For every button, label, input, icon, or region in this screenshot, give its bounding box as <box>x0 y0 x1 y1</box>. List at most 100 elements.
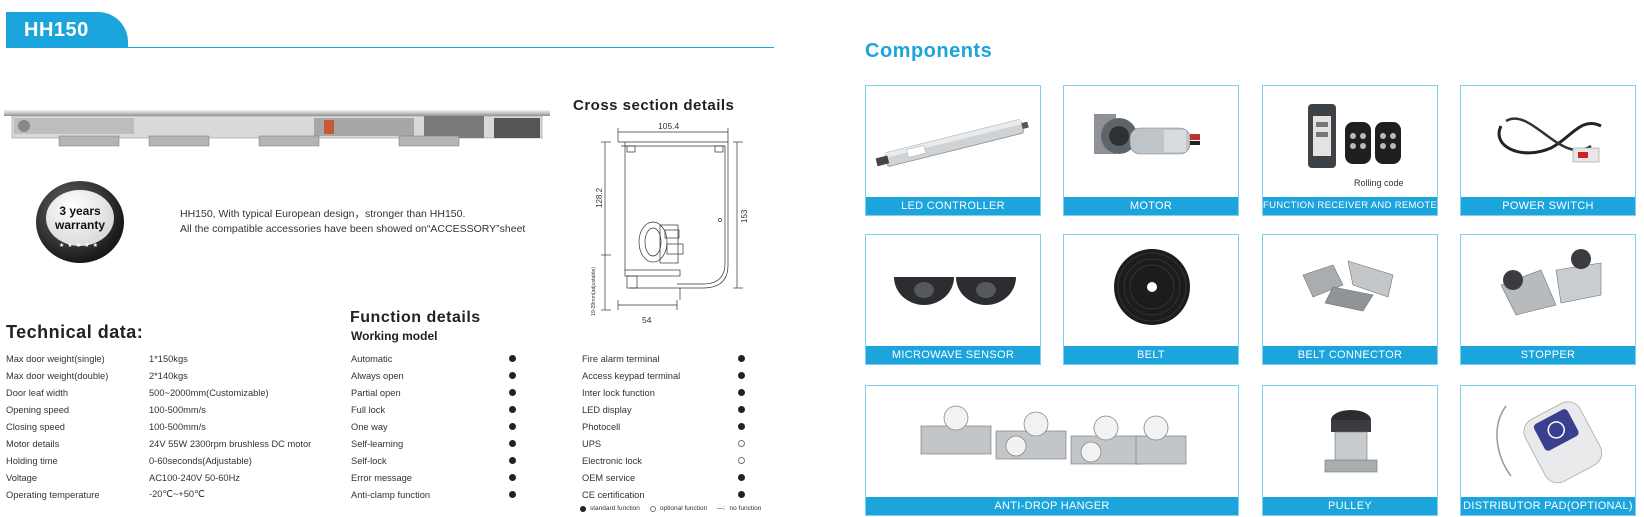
legend-optional: optional function <box>659 505 708 512</box>
component-label: STOPPER <box>1461 346 1635 364</box>
standard-dot-icon <box>738 474 745 481</box>
technical-row: Operating temperature -20℃~+50℃ <box>6 486 311 503</box>
technical-label: Voltage <box>6 472 38 483</box>
dim-side-label: 19-29mm(adjustable) <box>591 267 597 316</box>
optional-dot-icon <box>738 457 745 464</box>
optional-dot-icon <box>738 440 745 447</box>
component-card-motor: MOTOR <box>1063 85 1239 216</box>
function-name: Always open <box>351 370 404 381</box>
technical-label: Holding time <box>6 455 58 466</box>
function-name: UPS <box>582 438 602 449</box>
component-card-stopper: STOPPER <box>1460 234 1636 365</box>
technical-row: Max door weight(single)1*150kgs <box>6 350 311 367</box>
belt-icon <box>1114 249 1190 325</box>
standard-dot-icon <box>738 423 745 430</box>
standard-dot-icon <box>509 406 516 413</box>
standard-dot-icon <box>509 423 516 430</box>
function-name: CE certification <box>582 489 645 500</box>
technical-row: Voltage AC100-240V 50-60Hz <box>6 469 311 486</box>
component-card-microwave-sensor: MICROWAVE SENSOR <box>865 234 1041 365</box>
function-row: UPS <box>582 435 752 452</box>
function-row: One way <box>351 418 521 435</box>
function-row: Fire alarm terminal <box>582 350 752 367</box>
standard-dot-icon <box>738 406 745 413</box>
function-row: Self-lock <box>351 452 521 469</box>
function-row: Inter lock function <box>582 384 752 401</box>
operator-image <box>4 110 550 147</box>
anti-drop-hanger-icon <box>920 405 1187 465</box>
component-card-pulley: PULLEY <box>1262 385 1438 516</box>
component-label: BELT CONNECTOR <box>1263 346 1437 364</box>
function-name: Partial open <box>351 387 401 398</box>
standard-dot-icon <box>738 355 745 362</box>
technical-value: AC100-240V 50-60Hz <box>149 472 240 483</box>
legend-standard: standard function <box>590 505 640 512</box>
technical-label: Operating temperature <box>6 489 100 500</box>
technical-label: Opening speed <box>6 404 70 415</box>
function-name: Inter lock function <box>582 387 655 398</box>
standard-dot-icon <box>580 505 586 512</box>
stopper-icon <box>1500 249 1602 316</box>
function-row: Access keypad terminal <box>582 367 752 384</box>
standard-dot-icon <box>509 440 516 447</box>
product-description: HH150, With typical European design，stro… <box>180 207 525 237</box>
motor-icon <box>1094 114 1200 155</box>
warranty-word: warranty <box>54 218 106 232</box>
warranty-badge: 3 years warranty ★★★★★ <box>36 181 124 263</box>
function-name: Anti-clamp function <box>351 489 431 500</box>
function-name: Full lock <box>351 404 386 415</box>
component-label: MICROWAVE SENSOR <box>866 346 1040 364</box>
function-row: LED display <box>582 401 752 418</box>
component-card-power-switch: POWER SWITCH <box>1460 85 1636 216</box>
function-name: LED display <box>582 404 632 415</box>
technical-row: Max door weight(double)2*140kgs <box>6 367 311 384</box>
component-label: PULLEY <box>1263 497 1437 515</box>
technical-label: Closing speed <box>6 421 65 432</box>
microwave-sensor-icon <box>894 277 1016 305</box>
technical-value: 1*150kgs <box>149 353 188 364</box>
led-controller-icon <box>875 119 1029 167</box>
function-title: Function details <box>350 309 481 326</box>
standard-dot-icon <box>509 474 516 481</box>
function-row: Full lock <box>351 401 521 418</box>
function-name: Self-lock <box>351 455 387 466</box>
cross-section-drawing: 105.4 54 128.2 153 19-29mm(adjustable) <box>591 121 749 325</box>
function-name: Fire alarm terminal <box>582 353 660 364</box>
description-line-2: All the compatible accessories have been… <box>180 223 526 235</box>
technical-value: 100-500mm/s <box>149 421 206 432</box>
standard-dot-icon <box>509 491 516 498</box>
technical-row: Opening speed 100-500mm/s <box>6 401 311 418</box>
function-row: Automatic <box>351 350 521 367</box>
standard-dot-icon <box>509 457 516 464</box>
technical-value: -20℃~+50℃ <box>149 489 205 499</box>
optional-dot-icon <box>649 505 656 512</box>
header-rule <box>6 47 774 48</box>
component-label: POWER SWITCH <box>1461 197 1635 215</box>
function-row: Always open <box>351 367 521 384</box>
technical-value: 500~2000mm(Customizable) <box>149 387 269 398</box>
description-line-1: HH150, With typical European design，stro… <box>180 208 466 220</box>
standard-dot-icon <box>509 389 516 396</box>
component-card-distributor-pad: DISTRIBUTOR PAD(OPTIONAL) <box>1460 385 1636 516</box>
function-name: Access keypad terminal <box>582 370 681 381</box>
technical-value: 2*140kgs <box>149 370 188 381</box>
component-card-anti-drop-hanger: ANTI-DROP HANGER <box>865 385 1239 516</box>
component-card-belt-connector: BELT CONNECTOR <box>1262 234 1438 365</box>
component-label: MOTOR <box>1064 197 1238 215</box>
belt-connector-icon <box>1302 260 1394 312</box>
function-name: OEM service <box>582 472 636 483</box>
dash-icon: —: <box>717 505 726 512</box>
standard-dot-icon <box>738 372 745 379</box>
dim-top-label: 105.4 <box>658 121 680 131</box>
component-card-receiver-remote: Rolling code FUNCTION RECEIVER AND REMOT… <box>1262 85 1438 216</box>
function-name: One way <box>351 421 388 432</box>
technical-value: 100-500mm/s <box>149 404 206 415</box>
standard-dot-icon <box>738 389 745 396</box>
technical-value: 0-60seconds(Adjustable) <box>149 455 252 466</box>
warranty-years: 3 years <box>59 204 101 218</box>
receiver-remote-icon <box>1308 104 1401 168</box>
function-row: OEM service <box>582 469 752 486</box>
